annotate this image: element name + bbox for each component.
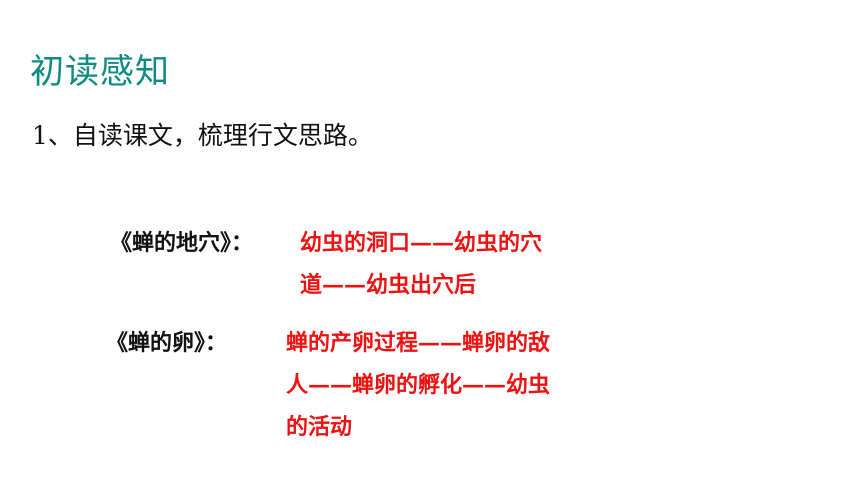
description-line: 蝉的产卵过程——蝉卵的敌 [286,330,551,356]
description-line: 的活动 [286,414,353,440]
outline-item-cicada-eggs: 《蝉的卵》： 蝉的产卵过程——蝉卵的敌 人——蝉卵的孵化——幼虫 的活动 [106,322,646,448]
description-line: 幼虫的洞口——幼虫的穴 [300,230,543,256]
item-description: 幼虫的洞口——幼虫的穴 道——幼虫出穴后 [300,222,640,306]
slide-title: 初读感知 [30,52,170,92]
description-line: 道——幼虫出穴后 [300,272,477,298]
outline-item-cicada-burrow: 《蝉的地穴》： 幼虫的洞口——幼虫的穴 道——幼虫出穴后 [110,222,640,306]
description-line: 人——蝉卵的孵化——幼虫 [286,372,551,398]
item-description: 蝉的产卵过程——蝉卵的敌 人——蝉卵的孵化——幼虫 的活动 [286,322,646,448]
intro-text: 1、自读课文，梳理行文思路。 [32,121,373,150]
item-label: 《蝉的卵》： [106,330,228,356]
item-label: 《蝉的地穴》： [110,230,254,256]
